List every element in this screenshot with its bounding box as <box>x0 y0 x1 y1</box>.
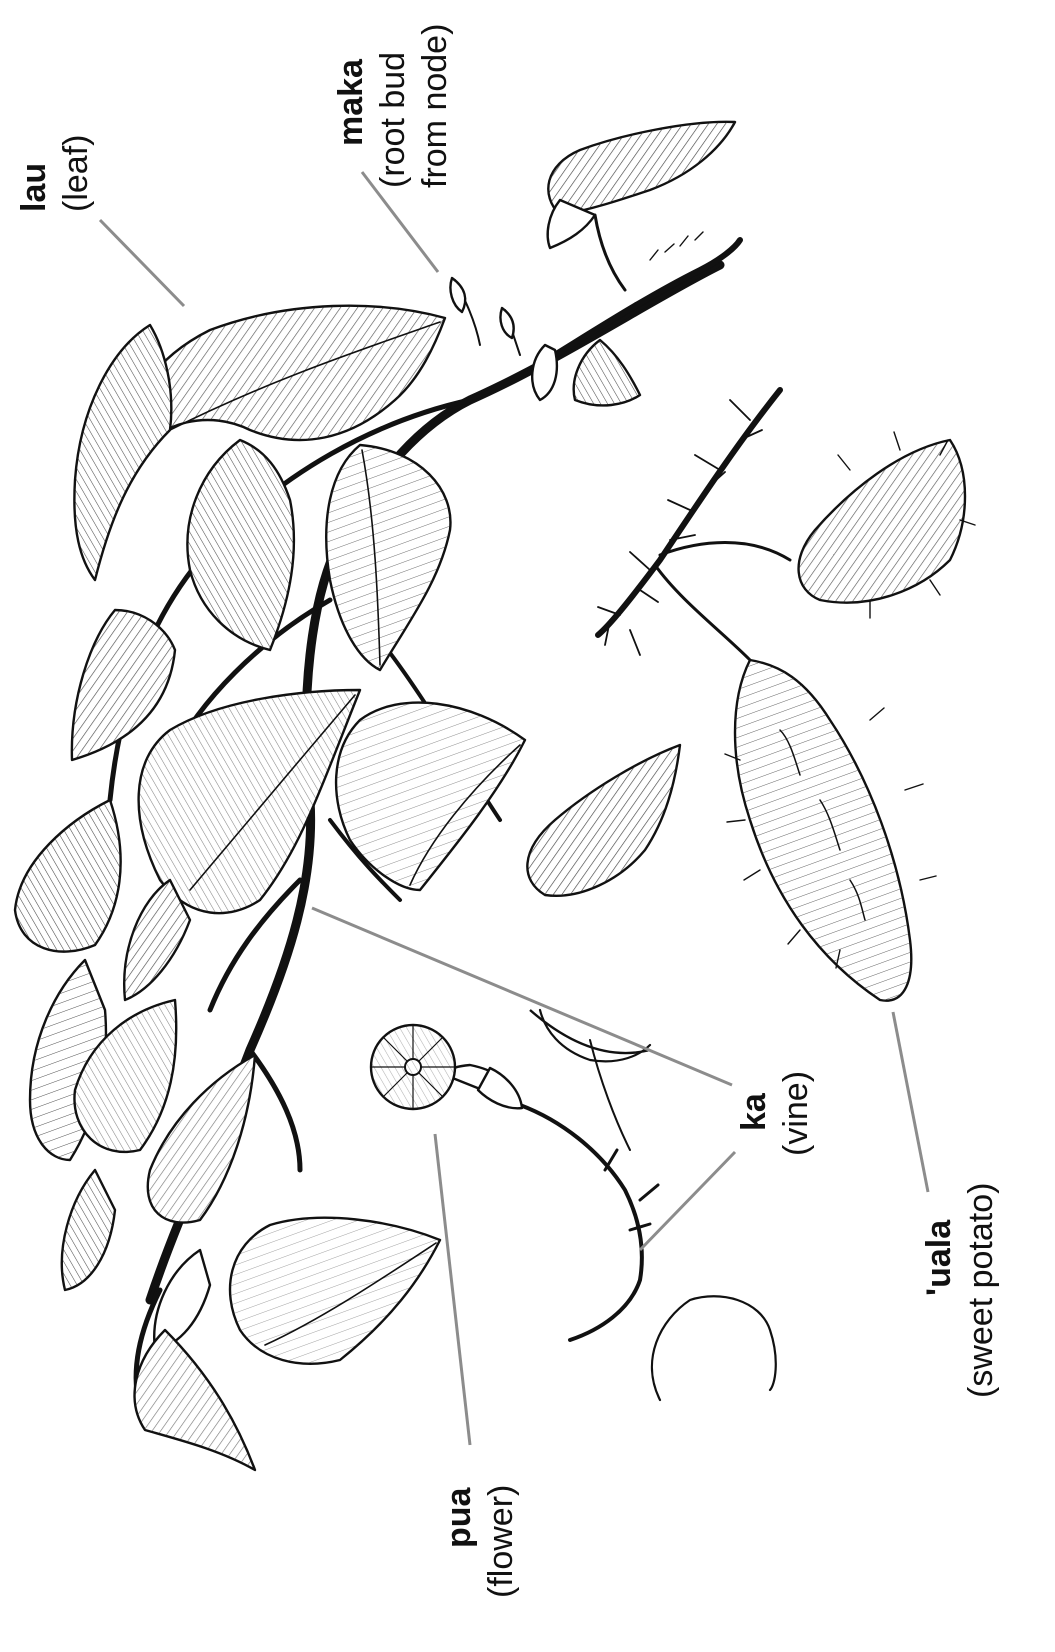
label-lau-gloss: (leaf) <box>57 135 95 212</box>
leaf-cluster-lower <box>30 960 440 1470</box>
label-maka-term: maka <box>332 58 370 146</box>
leader-line-lau <box>100 220 184 306</box>
label-lau: lau (leaf) <box>15 135 95 212</box>
label-lau-term: lau <box>15 163 53 212</box>
flower-branch <box>371 1010 776 1400</box>
label-uala-term: 'uala <box>920 1219 958 1296</box>
label-ka-term: ka <box>735 1092 773 1131</box>
leaf-cluster-upper <box>72 306 451 760</box>
label-maka: maka (root bud from node) <box>332 24 454 188</box>
label-maka-gloss-line1: (root bud <box>374 52 412 188</box>
label-ka-gloss: (vine) <box>777 1071 815 1156</box>
sweet-potato-tubers <box>598 390 975 1001</box>
leader-line-pua <box>435 1134 470 1445</box>
label-uala: 'uala (sweet potato) <box>920 1183 1000 1398</box>
label-pua-gloss: (flower) <box>482 1485 520 1598</box>
label-uala-gloss: (sweet potato) <box>962 1183 1000 1398</box>
leader-line-uala <box>893 1012 928 1192</box>
plant-illustration <box>15 122 975 1470</box>
root-bud-shoot <box>450 122 740 406</box>
label-maka-gloss-line2: from node) <box>416 24 454 188</box>
label-pua-term: pua <box>440 1486 478 1548</box>
label-ka: ka (vine) <box>735 1071 815 1156</box>
label-pua: pua (flower) <box>440 1485 520 1598</box>
leader-line-ka-lower <box>640 1152 735 1250</box>
